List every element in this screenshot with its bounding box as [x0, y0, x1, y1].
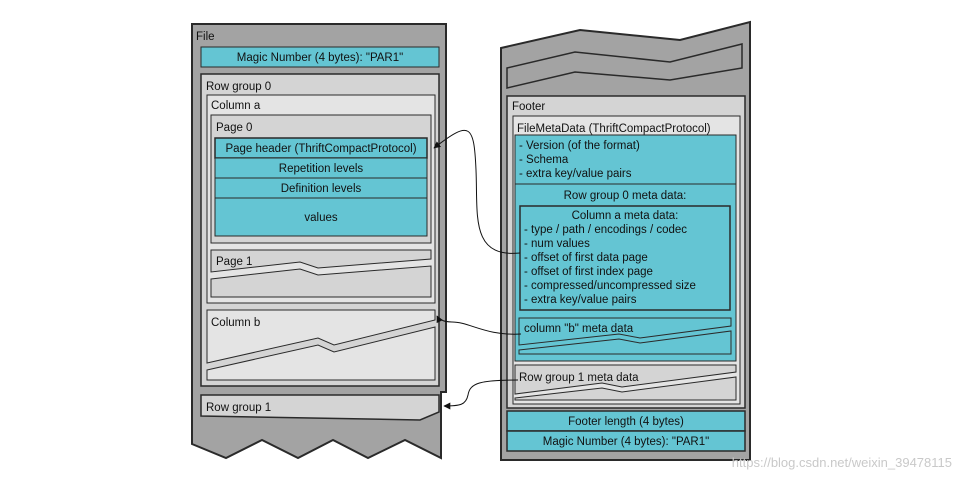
file-metadata-label: FileMetaData (ThriftCompactProtocol): [517, 123, 711, 135]
column-b-top: [206, 309, 436, 364]
magic-number-top: [200, 46, 440, 68]
row-group-1-label: Row group 1: [206, 402, 271, 414]
arrow-to-page-0: [433, 129, 521, 254]
page-1-top: [210, 249, 432, 273]
column-a-meta-line: - extra key/value pairs: [524, 294, 637, 306]
row-group-1-meta-label: Row group 1 meta data: [519, 372, 639, 384]
row-group-1-meta-bottom: [514, 376, 737, 401]
footer-panel: Footer FileMetaData (ThriftCompactProtoc…: [500, 20, 751, 461]
column-b-label: Column b: [211, 317, 260, 329]
page-1-label: Page 1: [216, 256, 252, 268]
arrow-to-column-b: [436, 315, 522, 335]
column-b-meta-label: column "b" meta data: [524, 323, 634, 335]
file-panel: File Magic Number (4 bytes): "PAR1" Row …: [191, 23, 447, 460]
row-group-0-label: Row group 0: [206, 81, 271, 93]
file-metadata-line: - Version (of the format): [519, 140, 640, 152]
page-1-bottom: [210, 265, 432, 298]
column-a-meta-line: - num values: [524, 238, 590, 250]
column-b-meta-top: [518, 317, 732, 346]
values-block: [214, 197, 428, 237]
magic-number-bottom-label: Magic Number (4 bytes): "PAR1": [543, 436, 709, 448]
footer-tear-strip: [506, 43, 743, 89]
values-label: values: [304, 212, 337, 224]
page-header-label: Page header (ThriftCompactProtocol): [225, 143, 416, 155]
arrow-to-row-group-1: [443, 379, 519, 410]
magic-number-top-label: Magic Number (4 bytes): "PAR1": [237, 52, 403, 64]
footer-title: Footer: [512, 101, 545, 113]
column-a-meta-line: - type / path / encodings / codec: [524, 224, 687, 236]
repetition-levels-label: Repetition levels: [279, 163, 364, 175]
column-a-meta-line: - compressed/uncompressed size: [524, 280, 696, 292]
page-0-label: Page 0: [216, 122, 252, 134]
column-b-bottom: [206, 326, 436, 381]
magic-number-bottom: [506, 430, 746, 452]
column-a-meta: [519, 205, 731, 311]
column-a-meta-line: - offset of first index page: [524, 266, 653, 278]
file-metadata-line: - extra key/value pairs: [519, 168, 632, 180]
column-b-meta-bottom: [518, 330, 732, 355]
column-a-meta-label: Column a meta data:: [572, 210, 679, 222]
row-group-1-meta-top: [514, 364, 737, 395]
definition-levels-label: Definition levels: [281, 183, 362, 195]
column-a-meta-line: - offset of first data page: [524, 252, 648, 264]
footer-length-label: Footer length (4 bytes): [568, 416, 684, 428]
file-title: File: [196, 31, 215, 43]
column-a-label: Column a: [211, 100, 261, 112]
file-metadata-line: - Schema: [519, 154, 569, 166]
row-group-1: [200, 394, 440, 421]
row-group-0-meta-label: Row group 0 meta data:: [564, 190, 687, 202]
pointer-arrows: [433, 129, 522, 410]
watermark: https://blog.csdn.net/weixin_39478115: [732, 455, 952, 470]
